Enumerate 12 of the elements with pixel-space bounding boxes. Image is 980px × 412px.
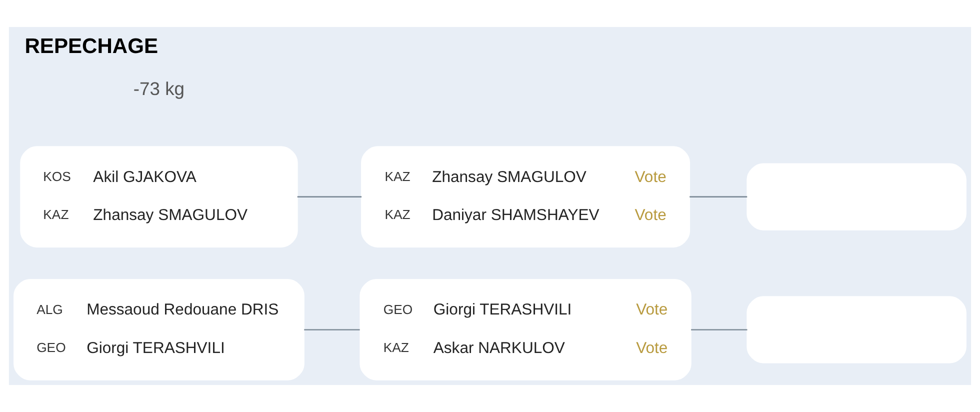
connector (297, 196, 362, 198)
node-box: KAZ Zhansay SMAGULOV Vote KAZ Daniyar SHAMSHAYEV Vote (361, 146, 690, 248)
connector (690, 196, 748, 198)
node-box: GEO Giorgi TERASHVILI Vote KAZ Askar NARKULOV Vote (360, 279, 692, 380)
connector (304, 329, 360, 330)
node-box (746, 163, 966, 230)
node-box: ALG Messaoud Redouane DRIS GEO Giorgi TERASHVILI (14, 279, 304, 380)
connector (691, 329, 748, 330)
node-box: KOS Akil GJAKOVA KAZ Zhansay SMAGULOV (20, 146, 298, 248)
diagram-title: REPECHAGE (24, 35, 158, 58)
label: -73 kg (133, 78, 185, 100)
node-box (746, 296, 966, 364)
